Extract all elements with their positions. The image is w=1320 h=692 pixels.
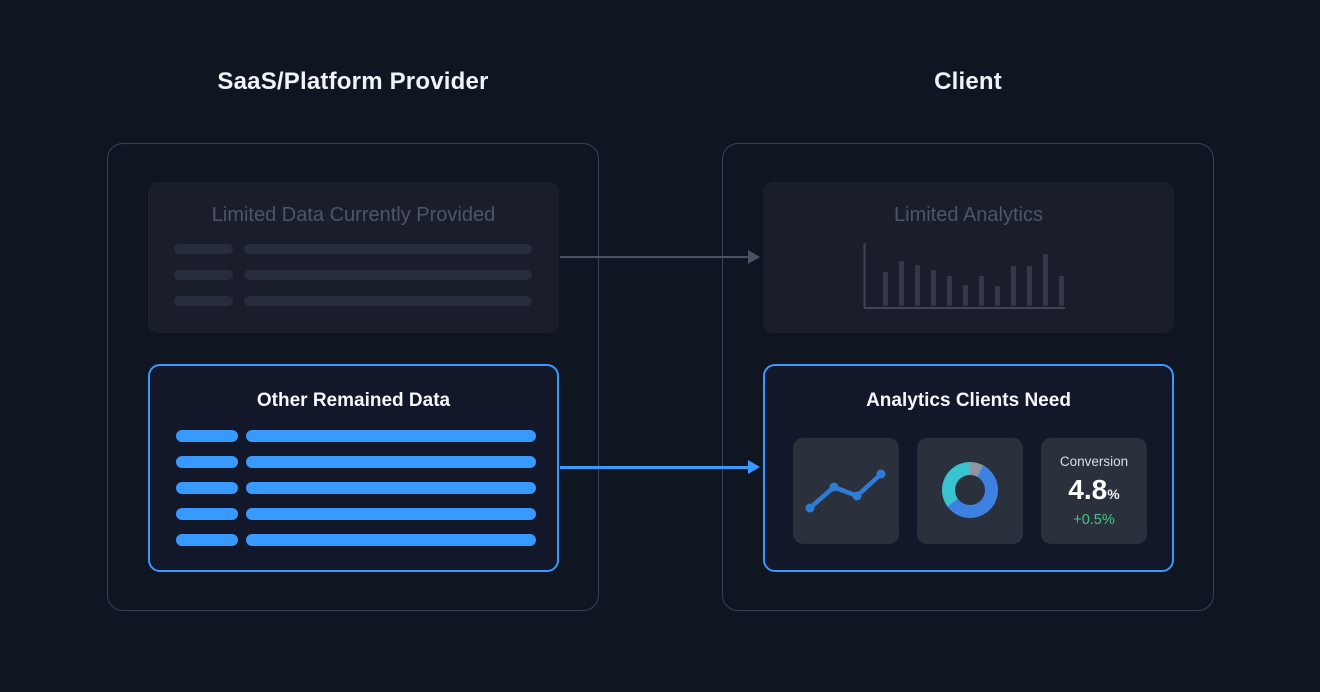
- conversion-delta: +0.5%: [1073, 512, 1115, 528]
- line-chart-point: [876, 469, 886, 479]
- remained-data-flow-arrow: [560, 460, 760, 474]
- skeleton-row: [176, 482, 536, 494]
- other-remained-data-card-title: Other Remained Data: [256, 390, 451, 411]
- conversion-value-number: 4.8: [1068, 474, 1108, 505]
- limited-analytics-card: Limited Analytics: [763, 182, 1174, 333]
- limited-data-skeleton-rows: [174, 244, 532, 322]
- skeleton-row: [176, 534, 536, 546]
- skeleton-row: [174, 296, 532, 306]
- line-chart-icon: [805, 469, 886, 513]
- skeleton-bar-long: [246, 482, 536, 494]
- skeleton-bar-long: [244, 296, 532, 306]
- bar-chart-bars: [883, 254, 1064, 306]
- arrow-head-icon: [748, 460, 760, 474]
- skeleton-bar-short: [176, 430, 238, 442]
- analytics-clients-need-card-title: Analytics Clients Need: [866, 390, 1071, 411]
- skeleton-bar-short: [176, 508, 238, 520]
- arrow-head-icon: [748, 250, 760, 264]
- arrow-shaft: [560, 256, 748, 258]
- skeleton-row: [174, 244, 532, 254]
- skeleton-row: [176, 508, 536, 520]
- limited-analytics-card-title: Limited Analytics: [894, 204, 1043, 226]
- skeleton-bar-long: [246, 534, 536, 546]
- skeleton-row: [174, 270, 532, 280]
- skeleton-bar-short: [176, 534, 238, 546]
- skeleton-bar-long: [246, 456, 536, 468]
- skeleton-row: [176, 430, 536, 442]
- conversion-value-unit: %: [1107, 486, 1120, 502]
- skeleton-bar-long: [244, 244, 532, 254]
- skeleton-bar-short: [174, 296, 233, 306]
- skeleton-bar-long: [244, 270, 532, 280]
- provider-panel: Limited Data Currently Provided Other Re…: [107, 143, 599, 611]
- arrow-shaft: [560, 465, 748, 469]
- line-chart-point: [805, 503, 815, 513]
- line-chart-point: [829, 482, 839, 492]
- provider-column-title: SaaS/Platform Provider: [217, 68, 489, 95]
- other-remained-data-card: Other Remained Data: [148, 364, 559, 572]
- skeleton-bar-short: [176, 482, 238, 494]
- limited-analytics-bar-chart-icon: [863, 243, 1065, 309]
- donut-chart-icon: [942, 462, 998, 518]
- skeleton-bar-short: [174, 270, 233, 280]
- skeleton-row: [176, 456, 536, 468]
- limited-data-card: Limited Data Currently Provided: [148, 182, 559, 333]
- donut-chart-widget: [917, 438, 1023, 544]
- skeleton-bar-long: [246, 430, 536, 442]
- line-chart-point: [852, 491, 862, 501]
- conversion-value: 4.8%: [1041, 475, 1147, 509]
- conversion-widget: Conversion 4.8% +0.5%: [1041, 438, 1147, 544]
- conversion-label: Conversion: [1059, 454, 1129, 469]
- line-chart-widget: [793, 438, 899, 544]
- skeleton-bar-long: [246, 508, 536, 520]
- client-panel: Limited Analytics Analytics Clients Need: [722, 143, 1214, 611]
- other-remained-data-skeleton-rows: [176, 430, 536, 560]
- limited-data-flow-arrow: [560, 250, 760, 264]
- donut-chart-hole: [955, 475, 985, 505]
- analytics-clients-need-card: Analytics Clients Need Conversion 4.8% +…: [763, 364, 1174, 572]
- skeleton-bar-short: [176, 456, 238, 468]
- client-column-title: Client: [934, 68, 1002, 95]
- limited-data-card-title: Limited Data Currently Provided: [211, 204, 496, 226]
- skeleton-bar-short: [174, 244, 233, 254]
